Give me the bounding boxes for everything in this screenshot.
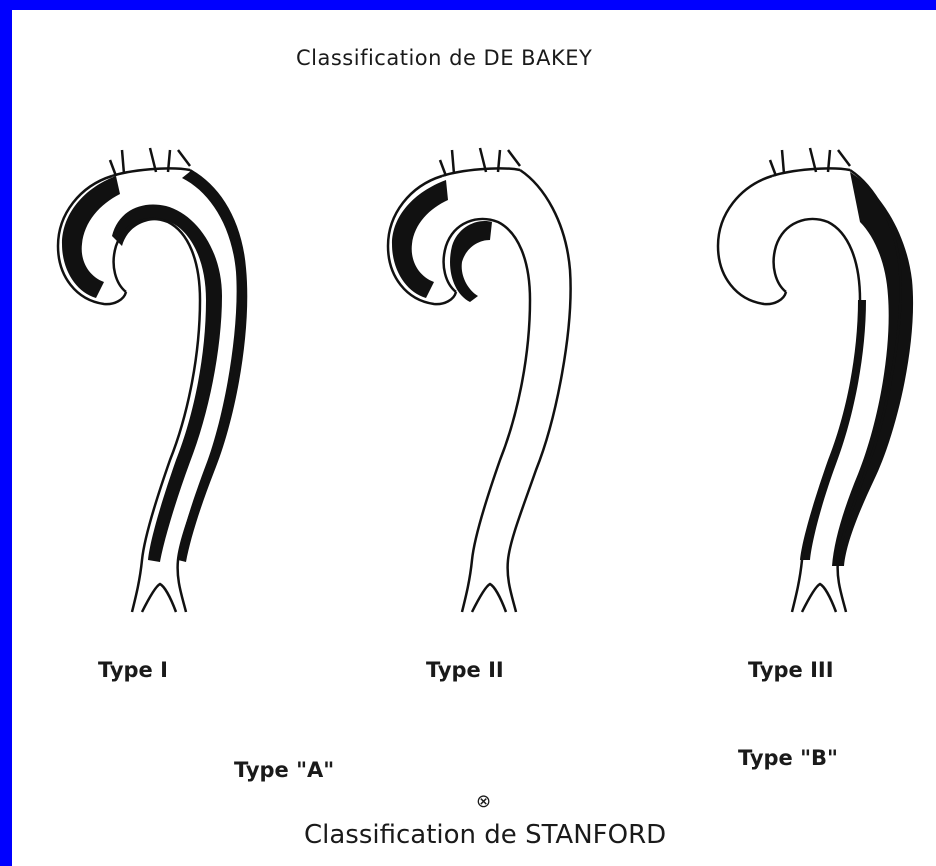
stanford-type-a-label: Type "A" — [234, 758, 334, 782]
type-ii-label: Type II — [426, 658, 504, 682]
aorta-type-ii — [388, 148, 571, 612]
aorta-type-iii — [718, 148, 913, 612]
type-i-label: Type I — [98, 658, 168, 682]
stanford-footer-title: Classification de STANFORD — [304, 820, 666, 850]
aorta-type-i — [58, 148, 247, 612]
type-iii-label: Type III — [748, 658, 834, 682]
stanford-type-b-label: Type "B" — [738, 746, 838, 770]
cross-circle-icon: ⊗ — [476, 791, 491, 812]
diagram-title: Classification de DE BAKEY — [296, 46, 592, 70]
